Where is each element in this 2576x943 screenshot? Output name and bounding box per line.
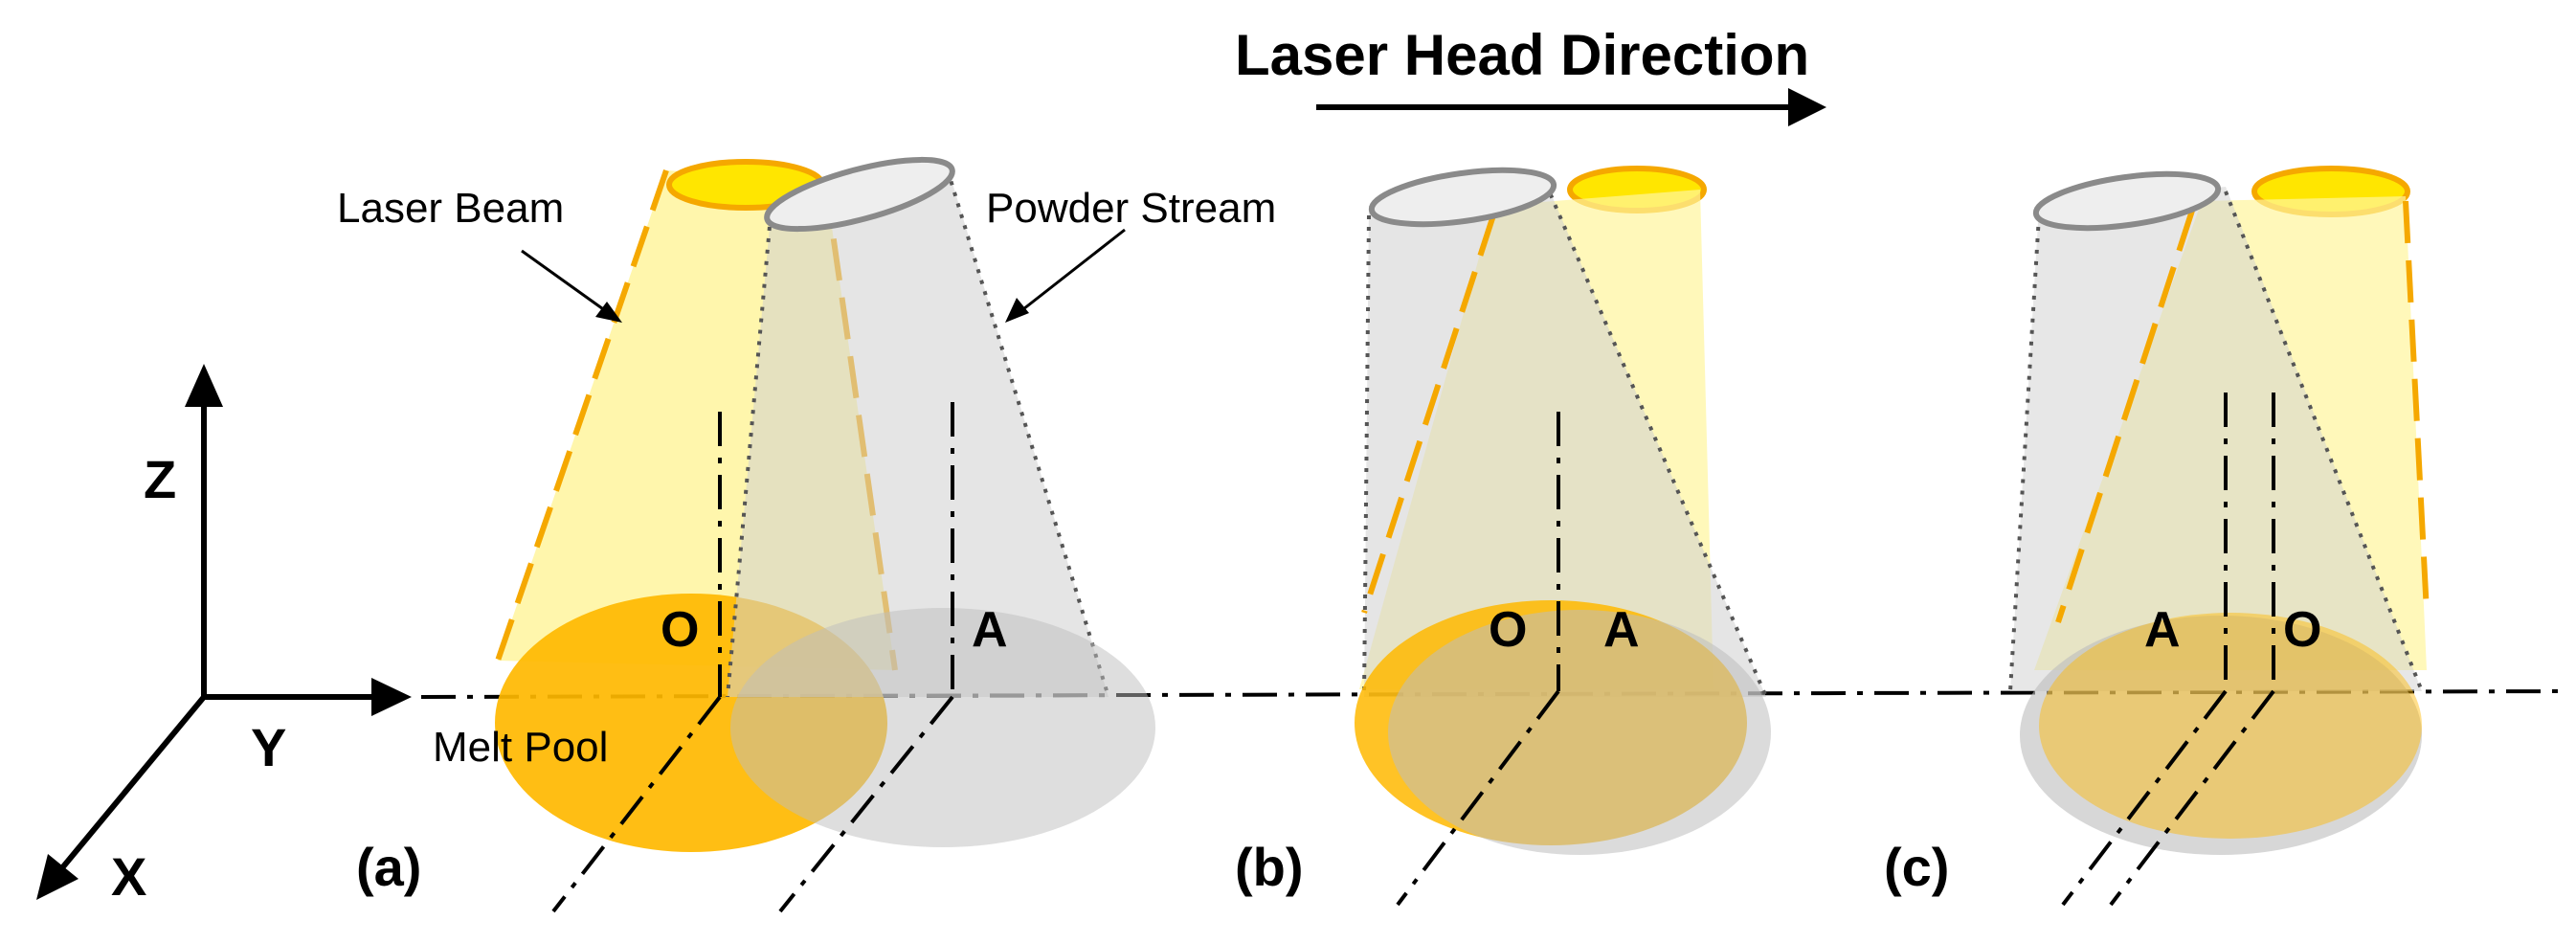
powder-spot-c	[2020, 616, 2422, 855]
point-label-c-1: A	[2144, 602, 2181, 658]
powder-spot-a	[730, 608, 1155, 847]
powder-nozzle-rim-b	[1368, 167, 1557, 228]
point-label-c-2: O	[2283, 602, 2321, 658]
laser-beam-edge-c	[2055, 210, 2195, 623]
x-axis-line	[53, 695, 207, 878]
y-axis-arrowhead	[371, 678, 412, 716]
y-axis-label: Y	[251, 717, 286, 777]
depth-line-a	[778, 695, 954, 913]
laser-beam-edge-b	[1361, 214, 1496, 614]
z-axis-label: Z	[144, 449, 176, 509]
powder-stream-label: Powder Stream	[986, 185, 1276, 232]
point-label-b-1: O	[1489, 602, 1527, 658]
panel-a	[495, 156, 1155, 913]
laser-beam-leader	[521, 249, 622, 323]
laser-beam-edge-c	[2403, 200, 2430, 614]
z-axis-arrowhead	[185, 364, 223, 407]
panel-label-b: (b)	[1235, 837, 1304, 897]
point-label-a-1: O	[661, 602, 699, 658]
point-label-a-2: A	[972, 602, 1008, 658]
x-axis-label: X	[111, 846, 146, 907]
melt-pool-c	[2039, 613, 2422, 839]
melt-pool-label: Melt Pool	[433, 724, 608, 771]
point-label-b-2: A	[1603, 602, 1640, 658]
x-axis-arrowhead	[36, 854, 78, 900]
diagram-title: Laser Head Direction	[1235, 23, 1809, 87]
laser-beam-label: Laser Beam	[337, 185, 564, 232]
panel-label-c: (c)	[1884, 837, 1949, 897]
powder-stream-edge-a	[726, 214, 773, 698]
powder-spot-b	[1388, 610, 1771, 855]
laser-beam-edge-a	[495, 169, 669, 662]
panel-label-a: (a)	[356, 837, 421, 897]
direction-arrow	[1316, 88, 1826, 126]
depth-line-b	[1396, 689, 1560, 907]
powder-stream-leader	[1005, 228, 1126, 323]
panel-b	[1355, 166, 1771, 907]
powder-nozzle-rim-a	[764, 156, 955, 233]
panel-c	[2008, 166, 2430, 907]
depth-line-c	[2061, 689, 2228, 907]
coordinate-axes	[36, 364, 412, 900]
powder-stream-edge-b	[1544, 183, 1768, 698]
powder-stream-cone-c	[2010, 187, 2422, 691]
depth-line-a	[551, 695, 722, 913]
depth-line-c	[2109, 689, 2275, 907]
powder-stream-cone-a	[728, 168, 1109, 697]
powder-nozzle-rim-c	[2032, 170, 2222, 232]
